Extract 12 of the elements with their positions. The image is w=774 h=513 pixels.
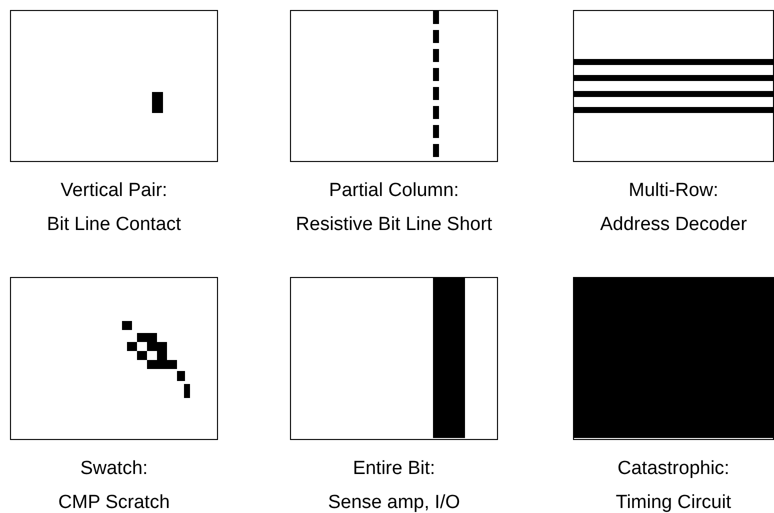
failure-cause: Timing Circuit — [616, 491, 732, 513]
pattern-title: Multi-Row: — [628, 179, 718, 203]
pattern-title: Swatch: — [80, 457, 148, 481]
pattern-title: Entire Bit: — [352, 457, 436, 481]
failure-cause: Bit Line Contact — [46, 213, 182, 237]
pattern-title: Vertical Pair: — [60, 179, 168, 203]
failure-cause: Resistive Bit Line Short — [296, 213, 492, 237]
pattern-title: Partial Column: — [329, 179, 459, 203]
failure-cause: CMP Scratch — [58, 491, 170, 513]
pattern-title: Catastrophic: — [618, 457, 730, 481]
failure-cause: Sense amp, I/O — [328, 491, 460, 513]
failure-cause: Address Decoder — [600, 213, 747, 237]
